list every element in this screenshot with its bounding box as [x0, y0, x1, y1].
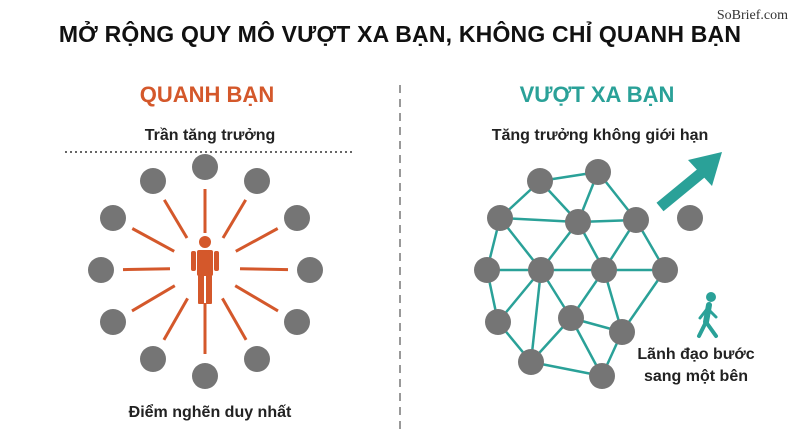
network-node [558, 305, 584, 331]
spoke [239, 267, 289, 272]
network-node [677, 205, 703, 231]
left-nodes [88, 154, 323, 389]
radial-node [297, 257, 323, 283]
spoke [221, 199, 247, 239]
radial-node [192, 363, 218, 389]
watermark: SoBrief.com [716, 8, 788, 23]
radial-node [140, 168, 166, 194]
network-edge [499, 216, 579, 224]
radial-node [192, 154, 218, 180]
radial-node [100, 205, 126, 231]
radial-node [244, 346, 270, 372]
spoke [163, 199, 189, 239]
spoke [131, 227, 175, 253]
radial-node [88, 257, 114, 283]
right-panel-title: VƯỢT XA BẠN [519, 82, 675, 107]
step-aside-label: Lãnh đạo bước sang một bên [626, 344, 766, 388]
network-edges [485, 170, 667, 378]
radial-node [140, 346, 166, 372]
network-nodes [474, 159, 703, 389]
left-panel-title: QUANH BẠN [139, 82, 275, 107]
network-node [528, 257, 554, 283]
page-title: MỞ RỘNG QUY MÔ VƯỢT XA BẠN, KHÔNG CHỈ QU… [58, 21, 742, 47]
step-aside-label-line1: Lãnh đạo bước [637, 346, 755, 363]
network-node [474, 257, 500, 283]
network-node [487, 205, 513, 231]
network-node [623, 207, 649, 233]
unlimited-growth-label: Tăng trưởng không giới hạn [491, 127, 709, 144]
spoke [234, 284, 279, 313]
radial-node [284, 309, 310, 335]
spoke [162, 297, 189, 341]
network-node [609, 319, 635, 345]
network-node [652, 257, 678, 283]
network-node [589, 363, 615, 389]
growth-ceiling-label: Trần tăng trưởng [144, 127, 276, 144]
network-node [485, 309, 511, 335]
step-aside-label-line2: sang một bên [643, 368, 748, 385]
walking-person-icon [697, 292, 718, 338]
spoke [221, 297, 248, 341]
network-node [565, 209, 591, 235]
radial-node [100, 309, 126, 335]
network-node [591, 257, 617, 283]
network-node [585, 159, 611, 185]
left-spokes [122, 189, 289, 354]
arrow-up-right-icon [656, 152, 722, 212]
person-icon [191, 236, 219, 304]
bottleneck-label: Điểm nghẽn duy nhất [128, 404, 292, 421]
network-node [527, 168, 553, 194]
spoke [235, 227, 279, 253]
radial-node [244, 168, 270, 194]
spoke [122, 267, 171, 272]
network-node [518, 349, 544, 375]
network-edge [529, 269, 543, 363]
spoke [131, 284, 176, 313]
radial-node [284, 205, 310, 231]
